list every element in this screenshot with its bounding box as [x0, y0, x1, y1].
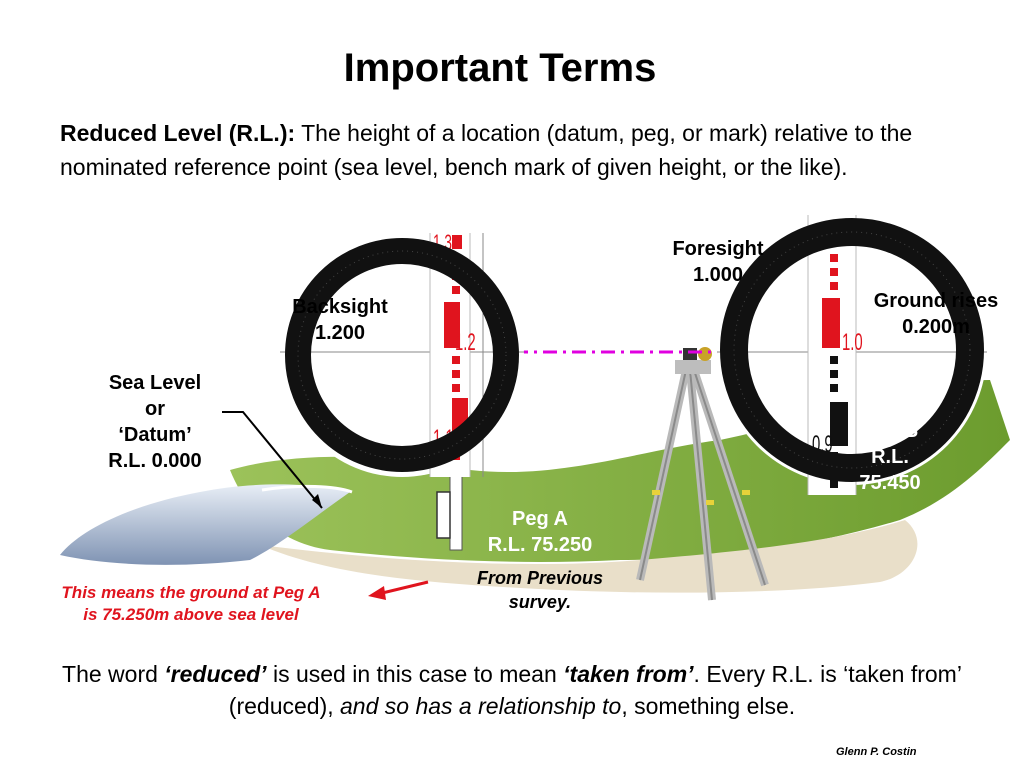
- page-title: Important Terms: [343, 46, 657, 90]
- definition-body: The height of a location (datum, peg, or…: [60, 120, 913, 180]
- tripod: [636, 347, 769, 601]
- author-credit: Glenn P. Costin: [836, 746, 917, 758]
- staff-mark-right-mid: 1.0: [842, 330, 863, 356]
- red-note-arrow: [377, 580, 429, 596]
- ground-sand: [260, 520, 918, 593]
- peg-a-stake: [436, 491, 451, 539]
- staff-mark-left-mid: 1.2: [455, 330, 476, 356]
- foresight-view: 1.1 1.0 0.9: [717, 215, 987, 495]
- sea-foam: [261, 484, 353, 494]
- bottom-explanation: The word ‘reduced’ is used in this case …: [62, 661, 962, 719]
- definition-term: Reduced Level (R.L.):: [60, 120, 296, 146]
- sea-level-pointer: [222, 411, 323, 509]
- backsight-view: 1.3 1.2 1.1: [280, 230, 524, 477]
- sea-water: [60, 484, 350, 565]
- definition-text: Reduced Level (R.L.): The height of a lo…: [60, 116, 990, 184]
